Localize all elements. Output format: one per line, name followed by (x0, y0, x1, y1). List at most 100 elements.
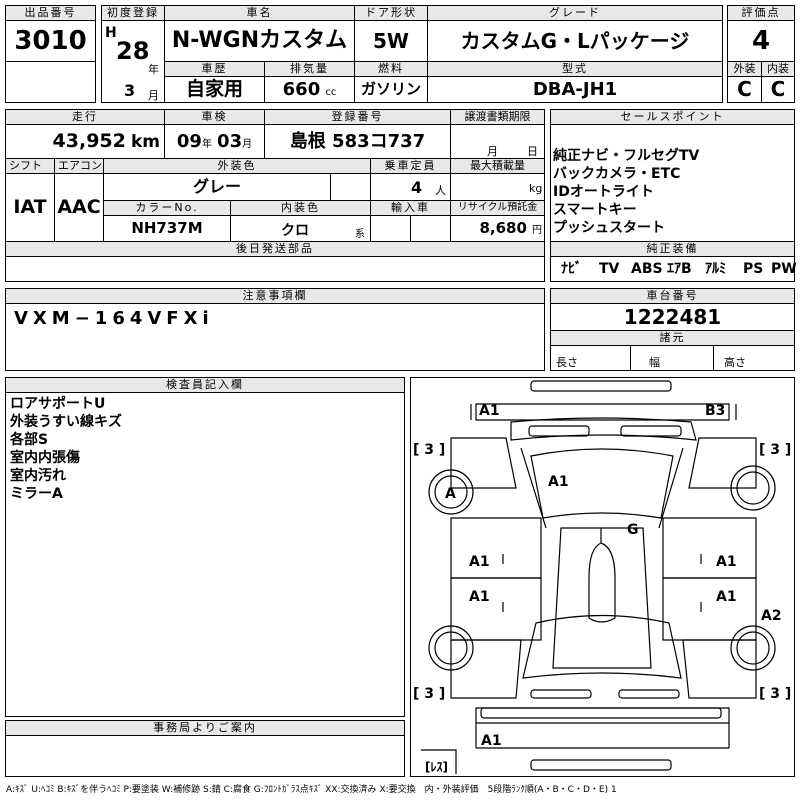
model-code: DBA-JH1 (427, 76, 723, 103)
equip-tv: TV (599, 261, 620, 277)
recycle-cell: 8,680 円 (450, 215, 545, 242)
equip-alloy: ｱﾙﾐ (705, 261, 726, 277)
door-front-right (662, 517, 757, 579)
damage-mark: A1 (469, 589, 490, 605)
import-cell-1 (370, 215, 411, 242)
office-notes (5, 735, 405, 777)
inspector-label: 検査員記入欄 (5, 377, 405, 393)
load-label: 最大積載量 (450, 158, 545, 174)
tire-front-left-inner (434, 475, 468, 509)
exterior-color: グレー (103, 173, 331, 201)
sales-line: スマートキー (553, 202, 637, 218)
width: 幅 (630, 345, 714, 371)
color-number: NH737M (103, 215, 231, 242)
a-pillars (520, 447, 684, 529)
tire-front-right (730, 465, 776, 511)
tire-front-right-inner (736, 471, 770, 505)
damage-mark: A1 (481, 733, 502, 749)
mileage-cell: 43,952 km (5, 124, 165, 159)
inspector-line: 室内汚れ (10, 468, 66, 484)
capacity-cell: 4 人 (370, 173, 451, 201)
equip-pw: PW (771, 261, 797, 277)
later-parts (5, 256, 545, 282)
transfer-day: 日 (527, 145, 538, 158)
inspector-line: 各部S (10, 432, 49, 448)
front-bumper-bar (530, 380, 672, 392)
int-color: クロ (281, 223, 309, 239)
tire-rear-right-inner (736, 631, 770, 665)
inspector-line: 室内内張傷 (10, 450, 80, 466)
displacement-label: 排気量 (264, 61, 355, 77)
car-diagram-svg: A1 B3 A1 G A A1 A1 A1 A1 A2 A1 [ 3 ] [ 3… (413, 380, 791, 774)
sales-line: 純正ナビ・フルセグTV (553, 148, 700, 164)
shift: IAT (5, 173, 55, 242)
inspection-month-unit: 月 (242, 139, 253, 150)
tire-mark-rr: [ 3 ] (759, 686, 791, 702)
fender-front-left (450, 437, 517, 489)
dims-label: 諸元 (550, 330, 795, 346)
rear-step (480, 707, 722, 719)
tire-mark-fr: [ 3 ] (759, 442, 791, 458)
damage-mark: A1 (479, 403, 500, 419)
door-rear-left (450, 577, 542, 641)
capacity: 4 (411, 178, 423, 197)
door-handles (502, 554, 702, 612)
tire-mark-rl: [ 3 ] (413, 686, 445, 702)
ext-rating: C (727, 76, 762, 103)
capacity-label: 乗車定員 (370, 158, 451, 174)
sales-line: IDオートライト (553, 184, 654, 200)
lot-number: 3010 (5, 20, 96, 62)
sales-line: バックカメラ・ETC (553, 166, 681, 182)
sales-line: プッシュスタート (553, 220, 665, 236)
ext-label: 外装 (727, 61, 762, 77)
reg-number: 島根 583コ737 (264, 124, 451, 159)
transfer-label: 譲渡書類期限 (450, 109, 545, 125)
first-reg-year: 28 (116, 37, 150, 65)
legend: A:ｷｽﾞ U:ﾍｺﾐ B:ｷｽﾞを伴うﾍｺﾐ P:要塗装 W:補修跡 S:錆 … (6, 785, 617, 795)
inspector-line: ロアサポートU (10, 396, 106, 412)
later-parts-label: 後日発送部品 (5, 241, 545, 257)
load-unit: kg (529, 182, 543, 195)
displacement-cell: 660 cc (264, 76, 355, 103)
int-color-cell: クロ 系 (230, 215, 371, 242)
color-label: 外装色 (103, 158, 371, 174)
int-rating: C (761, 76, 795, 103)
equipment: ﾅﾋﾞ TV ABS ｴｱB ｱﾙﾐ PS PW (550, 256, 797, 282)
capacity-unit: 人 (435, 184, 446, 197)
height: 高さ (713, 345, 795, 371)
chassis-label: 車台番号 (550, 288, 795, 304)
month-unit: 月 (148, 89, 159, 102)
office-label: 事務局よりご案内 (5, 720, 405, 736)
lot-label: 出品番号 (5, 5, 96, 21)
int-color-suffix: 系 (355, 229, 365, 240)
hood (510, 417, 697, 441)
inspection-year-unit: 年 (201, 139, 212, 150)
era: H (105, 25, 117, 41)
recycle-label: リサイクル預託金 (450, 200, 545, 216)
ac-label: エアコン (54, 158, 104, 174)
rear-bumper (475, 707, 730, 724)
grade: カスタムG・Lパッケージ (427, 20, 723, 62)
mileage-unit: km (130, 132, 160, 152)
length: 長さ (550, 345, 631, 371)
import-cell-2 (410, 215, 451, 242)
score: 4 (727, 20, 795, 62)
inspection-cell: 09年 03月 (164, 124, 265, 159)
lot-blank (5, 61, 96, 103)
import-label: 輸入車 (370, 200, 451, 216)
inspection-month: 03 (217, 131, 243, 152)
door-front-left (450, 517, 542, 579)
fuel: ガソリン (354, 76, 428, 103)
door-type: 5W (354, 20, 428, 62)
windshield (530, 448, 674, 519)
load-cell: kg (450, 173, 545, 201)
model-label: 型式 (427, 61, 723, 77)
inspection-label: 車検 (164, 109, 265, 125)
inspector-notes: ロアサポートU 外装うすい線キズ 各部S 室内内張傷 室内汚れ ミラーA (5, 392, 405, 717)
roof (552, 527, 652, 669)
headlight-left (528, 425, 590, 437)
notes-label: 注意事項欄 (5, 288, 545, 304)
recycle-fee: 8,680 (479, 219, 527, 237)
int-color-label: 内装色 (230, 200, 371, 216)
grade-label: グレード (427, 5, 723, 21)
